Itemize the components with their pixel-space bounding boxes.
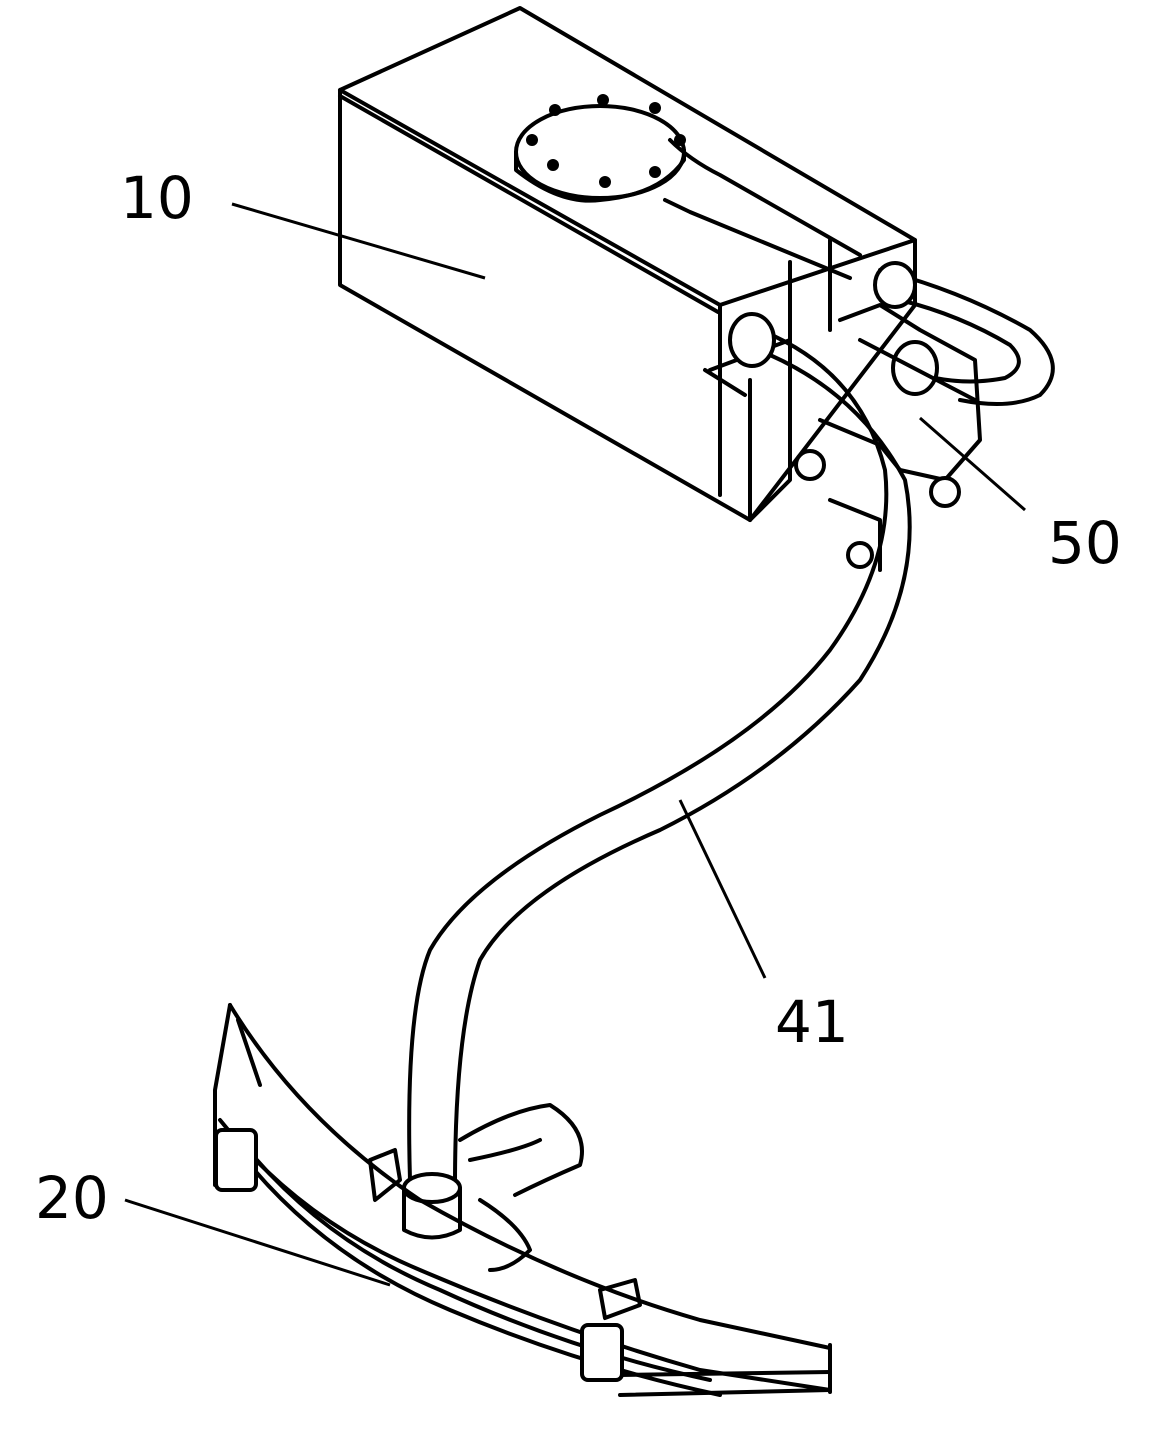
leader-line-nozzle-bar	[124, 1198, 391, 1287]
leader-line-tank	[231, 202, 486, 280]
nozzle-bar	[213, 1003, 832, 1397]
filler-cap	[514, 94, 686, 203]
label-20-group: 20	[35, 1164, 391, 1287]
pipe	[402, 312, 912, 1240]
tank-outlet-tube	[663, 138, 862, 280]
tank-box	[338, 6, 917, 522]
label-nozzle-bar: 20	[35, 1164, 109, 1232]
label-tank: 10	[120, 164, 194, 232]
label-41-group: 41	[678, 799, 849, 1056]
leader-line-pipe	[678, 799, 767, 979]
label-50-group: 50	[919, 416, 1122, 577]
pump-assembly	[794, 261, 1055, 572]
leader-line-pump	[919, 416, 1026, 512]
label-10-group: 10	[120, 164, 486, 280]
label-pipe: 41	[775, 988, 849, 1056]
label-pump: 50	[1048, 509, 1122, 577]
